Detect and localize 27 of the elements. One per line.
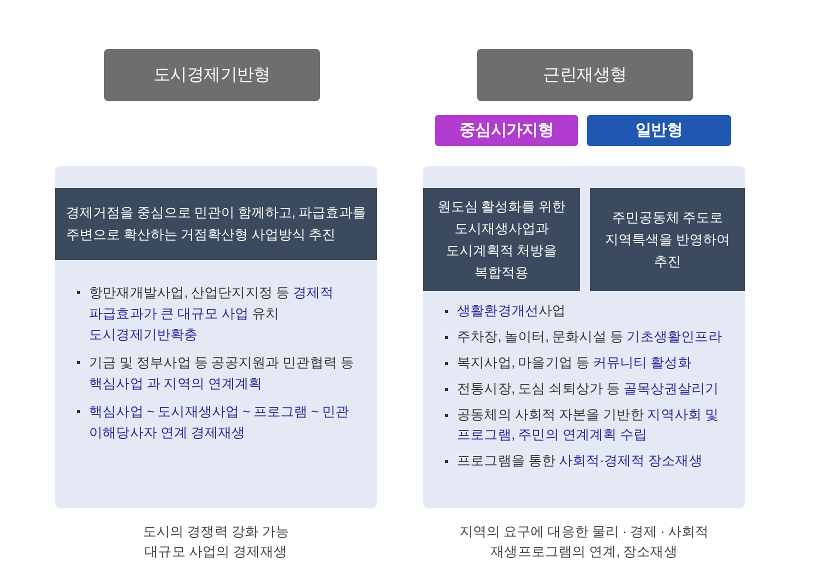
bullet-text: 프로그램을 통한 사회적·경제적 장소재생	[457, 452, 702, 470]
caption-text: 도시의 경쟁력 강화 가능 대규모 사업의 경제재생	[142, 523, 290, 561]
subtype-tag	[587, 115, 731, 146]
band-text: 원도심 활성화를 위한 도시재생사업과 도시계획적 처방을 복합적용	[436, 198, 566, 282]
bullet-text: 주차장, 놀이터, 문화시설 등 기초생활인프라	[457, 328, 722, 346]
category-header	[477, 49, 693, 101]
bullet-text: 전통시장, 도심 쇠퇴상가 등 골목상권살리기	[457, 380, 719, 398]
band-text: 경제거점을 중심으로 민관이 함께하고, 파급효과를 주변으로 확산하는 거점확산형 사업방식 추진	[65, 204, 367, 244]
bullet-text: 공동체의 사회적 자본을 기반한 지역사회 및 프로그램, 주민의 연계계획 수립	[457, 406, 720, 444]
bullet-text: 복지사업, 마을기업 등 커뮤니티 활성화	[457, 354, 692, 372]
panel-background	[423, 166, 745, 508]
summary-band	[423, 188, 580, 291]
summary-band	[55, 188, 377, 260]
band-text: 주민공동체 주도로 지역특색을 반영하여 추진	[604, 208, 731, 270]
bullet-text: 생활환경개선사업	[457, 302, 566, 320]
caption-text: 지역의 요구에 대응한 물리 · 경제 · 사회적 재생프로그램의 연계, 장소재생	[458, 523, 710, 561]
tag-label: 일반형	[635, 120, 683, 140]
header-label: 근린재생형	[543, 64, 627, 86]
category-header	[104, 49, 320, 101]
bullet-text: 항만재개발사업, 산업단지지정 등 경제적 파급효과가 큰 대규모 사업 유치 도시경제기반확충	[89, 284, 335, 344]
summary-band	[590, 188, 745, 291]
tag-label: 중심시가지형	[459, 120, 554, 140]
bullet-text: 핵심사업 ~ 도시재생사업 ~ 프로그램 ~ 민관 이해당사자 연계 경제재생	[89, 403, 350, 442]
panel-background	[55, 166, 377, 508]
subtype-tag	[435, 115, 578, 146]
header-label: 도시경제기반형	[154, 64, 270, 86]
bullet-text: 기금 및 정부사업 등 공공지원과 민관협력 등 핵심사업 과 지역의 연계계획	[89, 354, 355, 393]
